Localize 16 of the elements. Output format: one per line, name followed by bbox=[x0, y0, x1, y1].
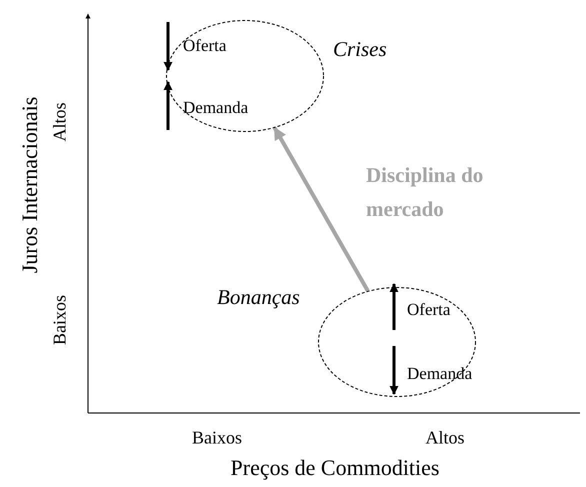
node-text: Demanda bbox=[407, 364, 472, 384]
axis-tick-label: Altos bbox=[50, 102, 70, 142]
group-caption: Crises bbox=[333, 37, 387, 62]
node-text: Oferta bbox=[183, 36, 226, 56]
node-text: Oferta bbox=[407, 300, 450, 320]
axis-tick-label: Baixos bbox=[192, 428, 242, 448]
group-caption: Bonanças bbox=[217, 285, 300, 310]
dashed-ellipse bbox=[318, 287, 476, 397]
axis-title: Juros Internacionais bbox=[17, 96, 43, 274]
edge-label: Disciplina do mercado bbox=[366, 162, 484, 223]
node-text: Demanda bbox=[183, 98, 248, 118]
arrow bbox=[272, 126, 370, 292]
axis-tick-label: Altos bbox=[426, 428, 464, 448]
axis-title: Preços de Commodities bbox=[230, 455, 440, 481]
dashed-ellipse bbox=[166, 20, 324, 132]
axis-tick-label: Baixos bbox=[50, 295, 70, 345]
